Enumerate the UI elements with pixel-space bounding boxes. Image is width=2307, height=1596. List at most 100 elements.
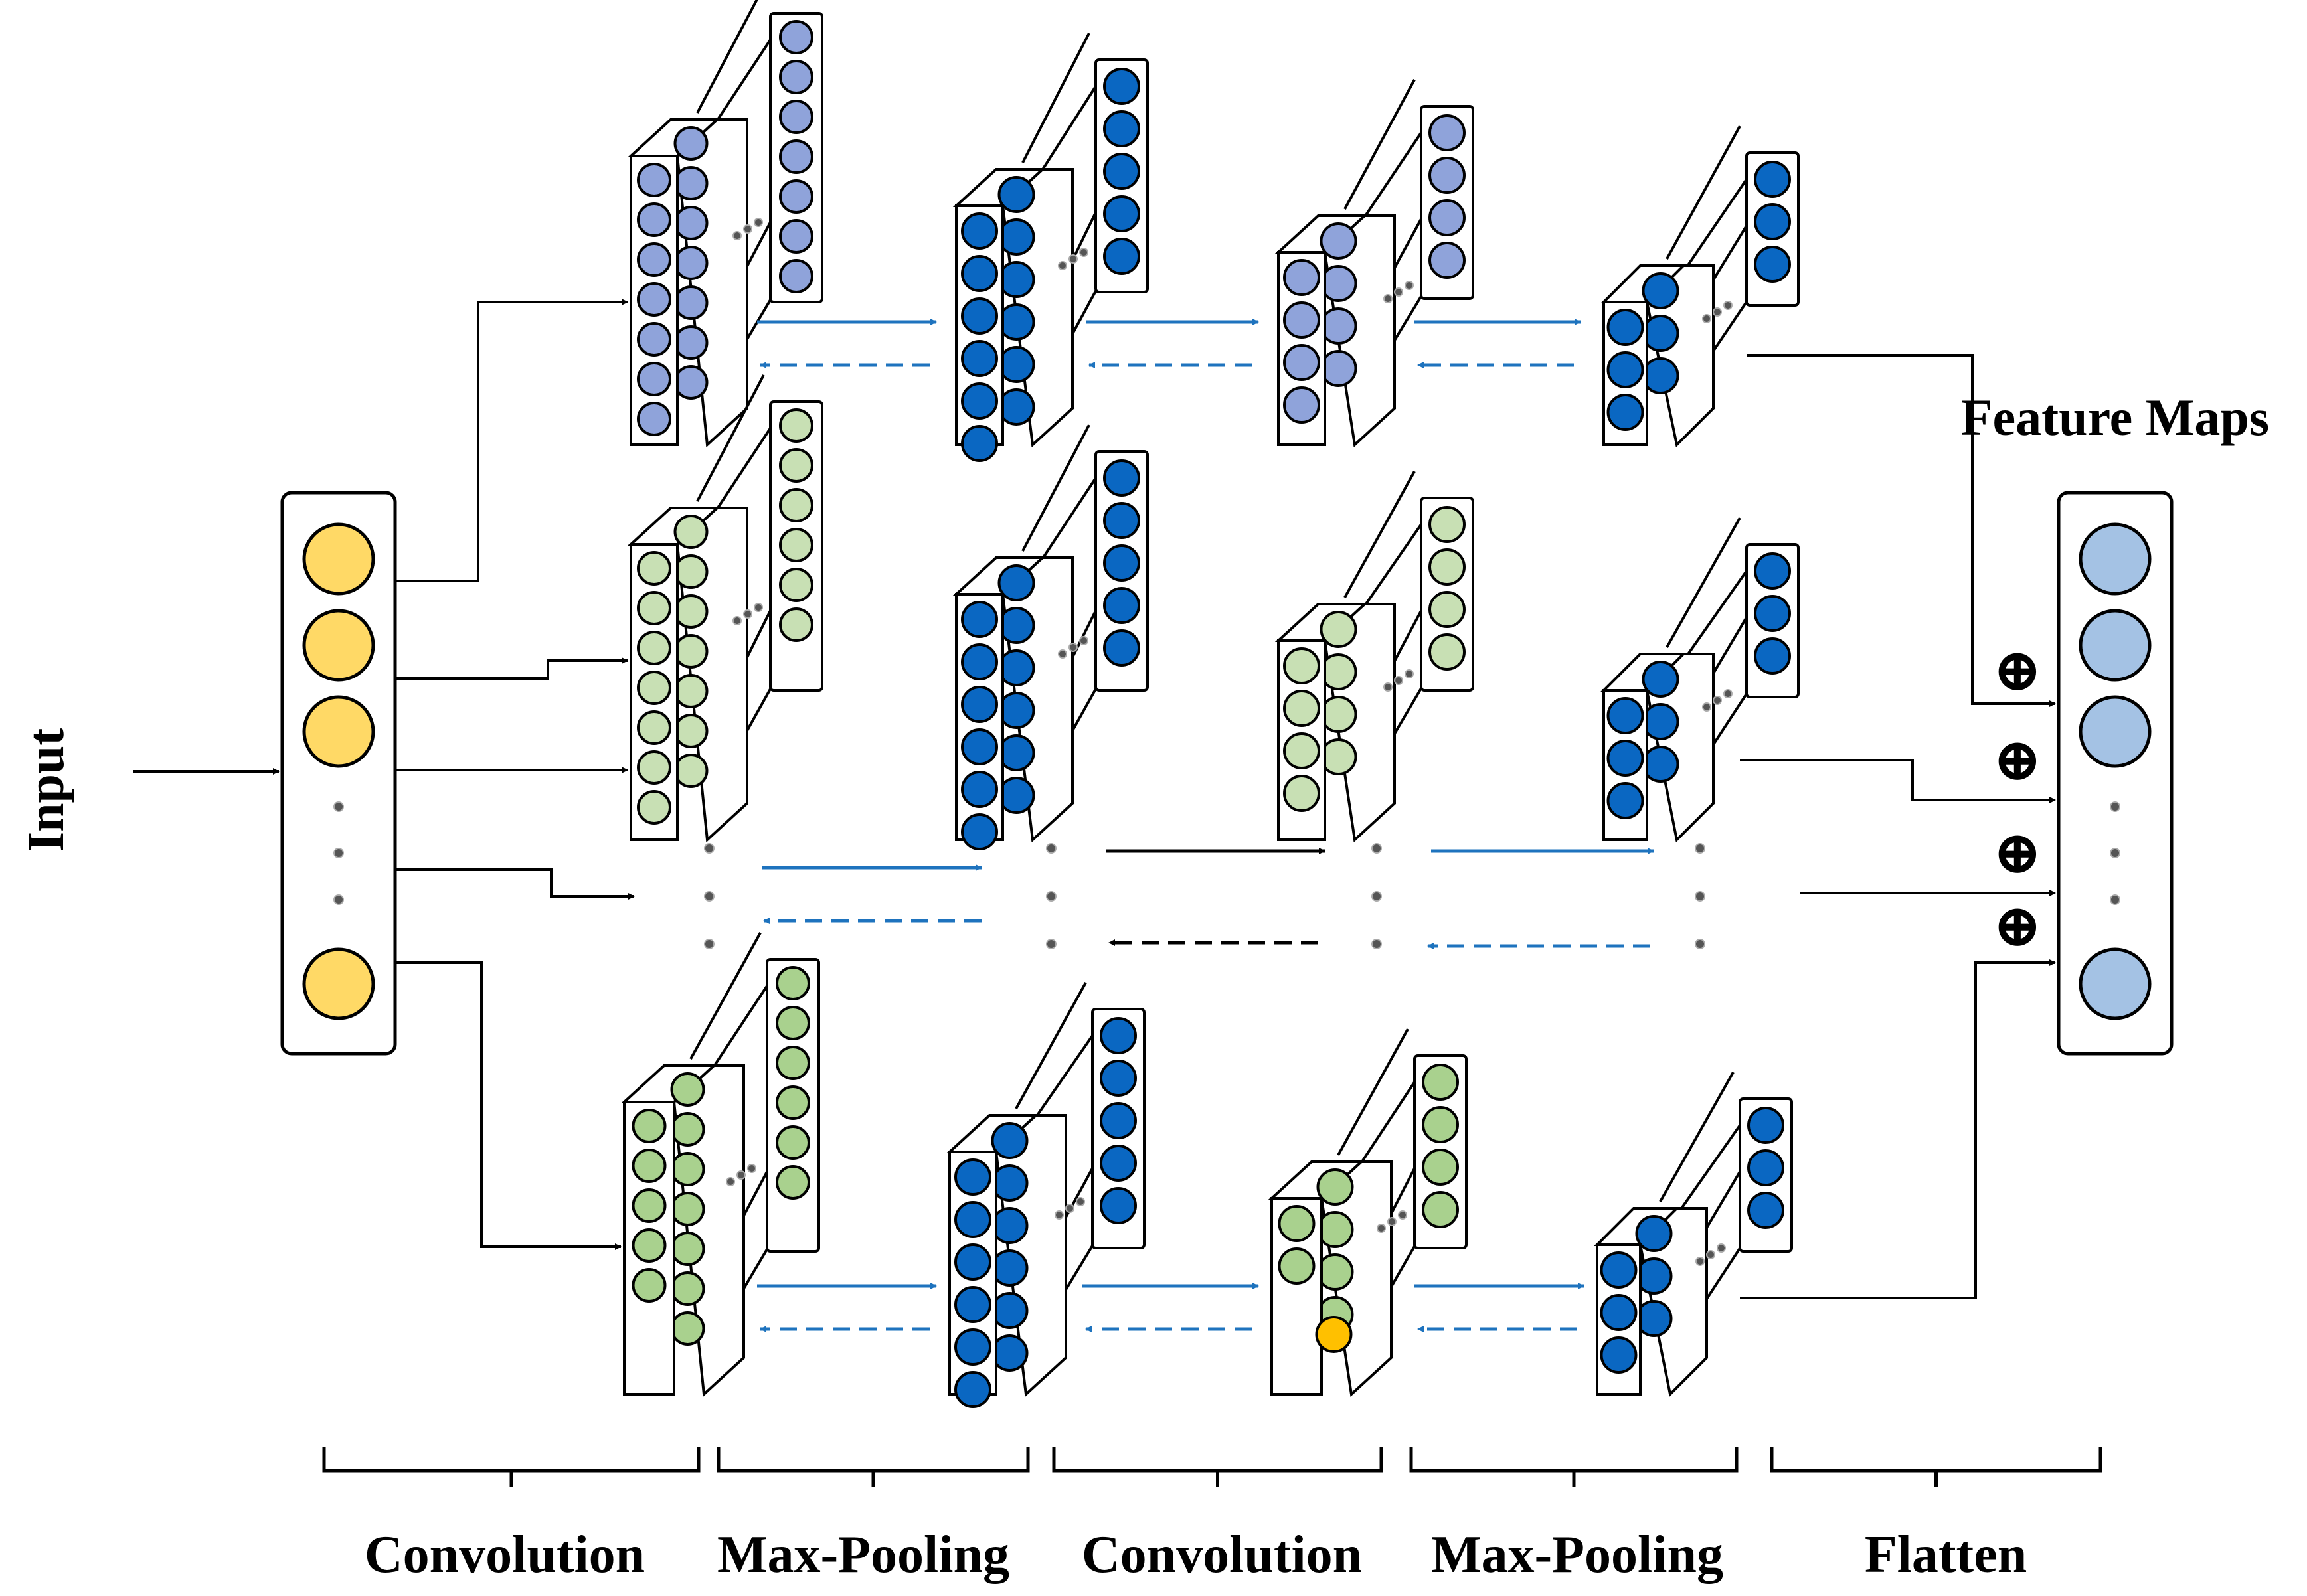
- flow-arrows: [757, 319, 1654, 1332]
- node: [1103, 68, 1140, 105]
- add-operator-1: ⊕: [1992, 638, 2042, 704]
- node: [961, 255, 998, 292]
- node: [961, 686, 998, 723]
- node: [673, 754, 709, 788]
- node: [779, 408, 813, 443]
- node: [1600, 1336, 1638, 1374]
- node: [1635, 1300, 1673, 1337]
- node: [1103, 110, 1140, 147]
- node: [776, 1125, 810, 1160]
- node: [637, 242, 671, 277]
- node: [991, 1122, 1029, 1159]
- dot: [754, 603, 763, 612]
- node: [779, 60, 813, 94]
- node: [1100, 1102, 1137, 1139]
- node: [637, 631, 671, 665]
- dot: [1383, 682, 1393, 692]
- node: [632, 1188, 667, 1223]
- dot: [1713, 696, 1722, 705]
- depth-line: [1015, 982, 1087, 1109]
- node: [637, 282, 671, 317]
- node: [997, 176, 1035, 213]
- node: [961, 728, 998, 765]
- depth-line: [1021, 33, 1090, 163]
- node: [954, 1328, 991, 1366]
- depth-line: [1666, 125, 1741, 260]
- node: [1606, 394, 1644, 431]
- node: [776, 1085, 810, 1120]
- node: [1100, 1187, 1137, 1224]
- dot: [1055, 1210, 1064, 1220]
- row3-pool-block: [946, 982, 1146, 1408]
- stage-label-convolution-1: Convolution: [365, 1526, 645, 1584]
- node: [673, 246, 709, 280]
- dot: [747, 1164, 756, 1173]
- stage-bracket: [1052, 1447, 1383, 1487]
- node: [779, 179, 813, 214]
- dot: [2110, 848, 2120, 858]
- node: [779, 259, 813, 293]
- node: [637, 551, 671, 586]
- depth-line: [1666, 517, 1741, 648]
- dot: [736, 1170, 746, 1180]
- node: [670, 1152, 705, 1186]
- node: [779, 139, 813, 174]
- node: [1283, 259, 1320, 296]
- node: [670, 1072, 705, 1107]
- node: [1320, 350, 1357, 387]
- dot: [1723, 301, 1733, 310]
- add-operator-4: ⊕: [1992, 894, 2042, 959]
- node: [961, 425, 998, 462]
- node: [991, 1334, 1029, 1372]
- dot: [704, 891, 715, 902]
- node: [637, 163, 671, 197]
- node: [1422, 1064, 1459, 1101]
- feature-node: [2079, 609, 2152, 682]
- node: [1428, 114, 1466, 151]
- dot: [1695, 891, 1705, 902]
- node: [1747, 1192, 1784, 1229]
- dot: [1394, 676, 1403, 685]
- stage-label-max-pooling-2: Max-Pooling: [1431, 1526, 1723, 1584]
- node: [991, 1249, 1029, 1287]
- node: [673, 714, 709, 748]
- node: [997, 777, 1035, 814]
- dot: [2110, 894, 2120, 905]
- node: [1428, 199, 1466, 236]
- feature-maps-label: Feature Maps: [1961, 388, 2269, 446]
- node: [1754, 203, 1791, 240]
- depth-line: [689, 932, 762, 1060]
- dot: [1065, 1204, 1074, 1213]
- node: [961, 382, 998, 420]
- node: [670, 1192, 705, 1226]
- node: [1100, 1145, 1137, 1182]
- dot: [1068, 254, 1078, 264]
- node: [779, 488, 813, 522]
- dot: [732, 231, 742, 240]
- node: [776, 1006, 810, 1040]
- node: [779, 568, 813, 602]
- node: [961, 340, 998, 377]
- node: [1320, 738, 1357, 775]
- row3-conv2-block: [1268, 1028, 1468, 1397]
- node: [1283, 690, 1320, 727]
- node: [961, 297, 998, 335]
- node: [673, 206, 709, 240]
- node: [1600, 1294, 1638, 1331]
- node: [632, 1268, 667, 1303]
- node: [1422, 1106, 1459, 1143]
- dot: [1079, 248, 1088, 257]
- row1-pool-block: [952, 33, 1149, 462]
- node: [779, 20, 813, 54]
- dot: [1058, 649, 1067, 659]
- node: [1600, 1251, 1638, 1289]
- dot: [1046, 843, 1057, 854]
- stage-bracket: [717, 1447, 1030, 1487]
- node: [1642, 703, 1679, 740]
- dot: [1723, 689, 1733, 698]
- node: [1103, 153, 1140, 190]
- connector-input-row2a: [396, 657, 628, 680]
- dot: [1706, 1250, 1715, 1259]
- dot: [1383, 294, 1393, 303]
